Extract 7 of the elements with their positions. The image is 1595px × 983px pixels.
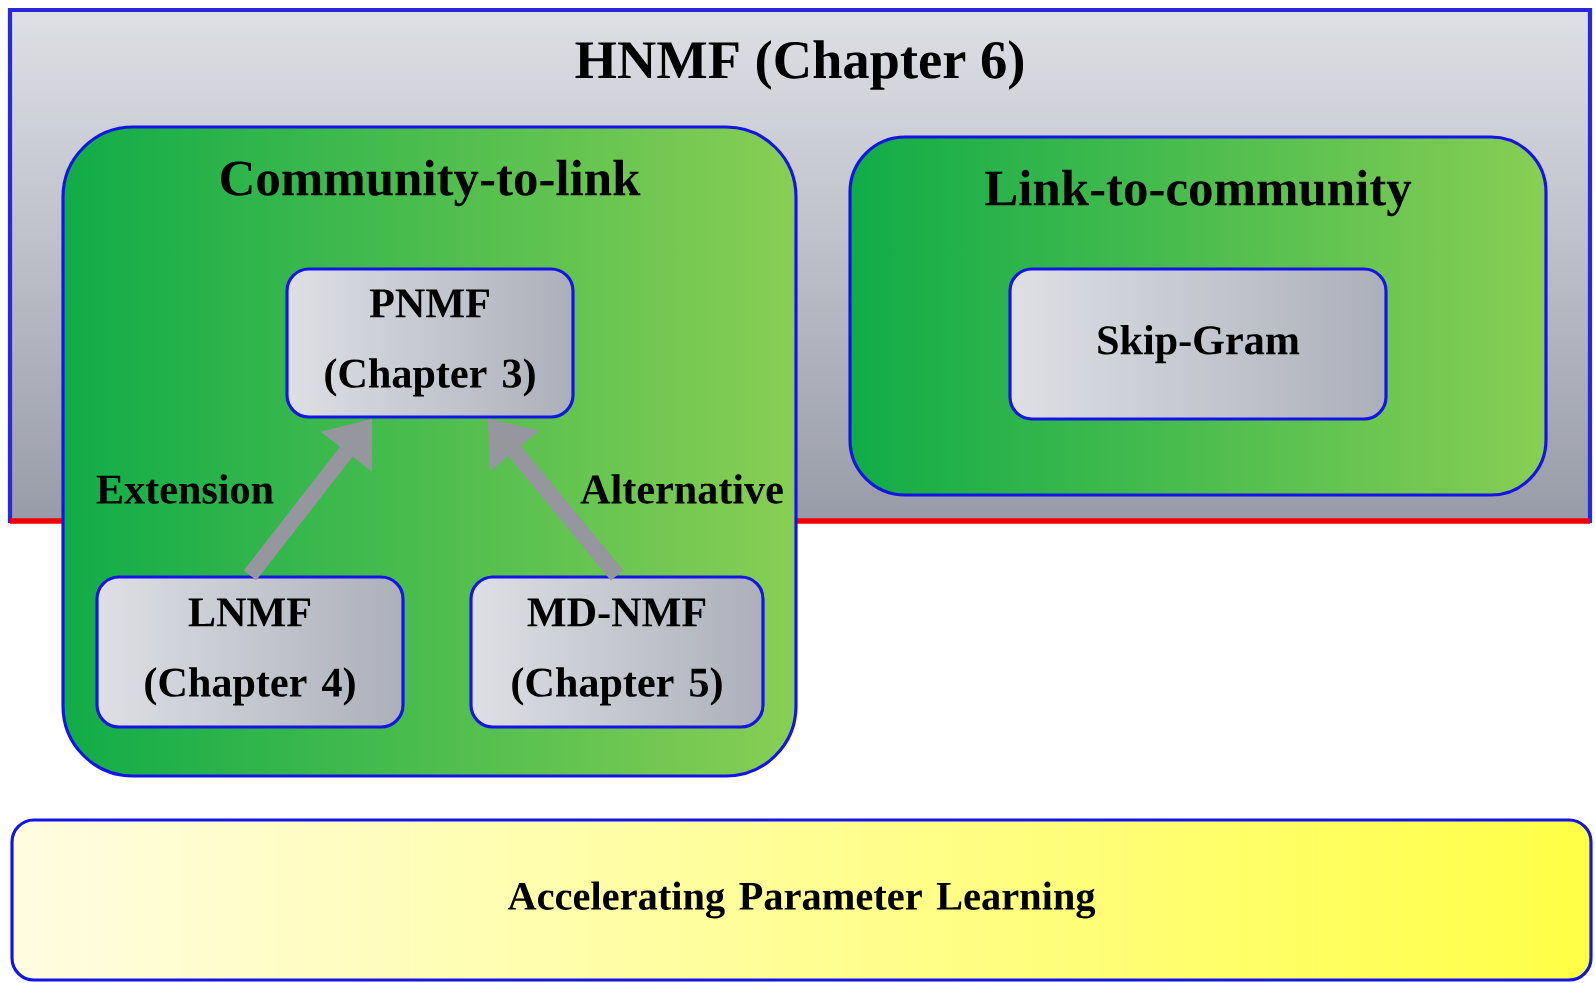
method-box: PNMF (Chapter 3) <box>285 267 575 419</box>
method-box: Skip-Gram <box>1008 267 1388 421</box>
banner-box: Accelerating Parameter Learning <box>10 818 1593 982</box>
edge-label: Extension <box>96 474 274 504</box>
edge-label: Alternative <box>580 474 783 504</box>
method-box: LNMF (Chapter 4) <box>95 575 405 729</box>
method-box: MD-NMF (Chapter 5) <box>469 575 765 729</box>
